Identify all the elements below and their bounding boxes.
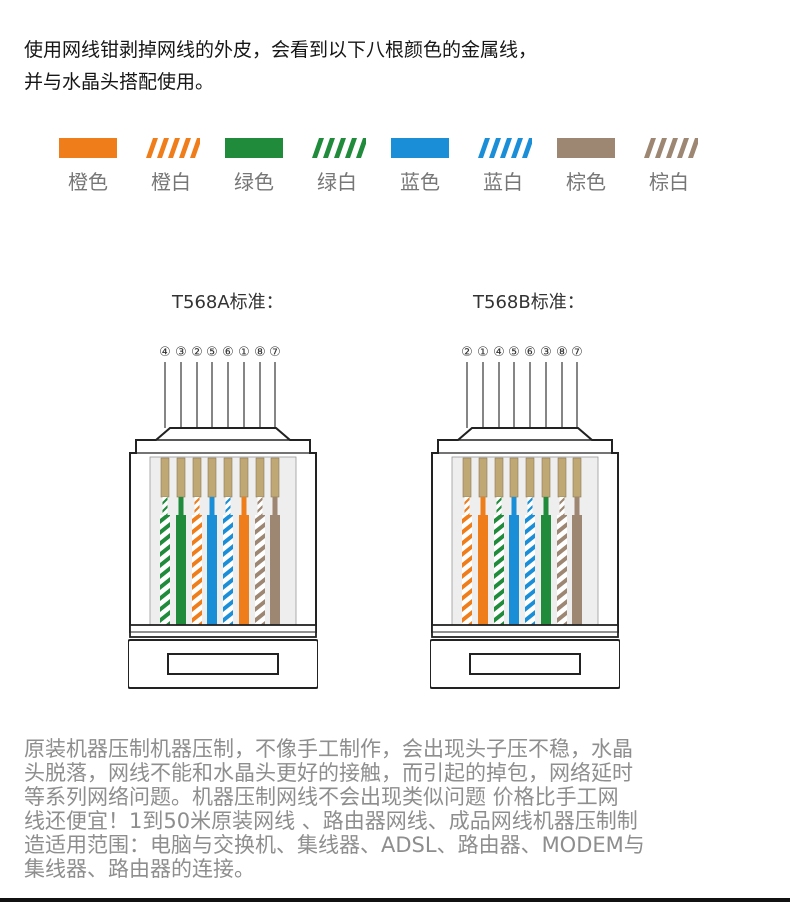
legend-label: 蓝白 xyxy=(483,170,523,194)
legend-item: 蓝白 xyxy=(470,138,536,195)
wire xyxy=(494,497,504,627)
pin-label: ⑦ xyxy=(571,345,583,360)
wire xyxy=(239,497,249,627)
pin-label: ④ xyxy=(493,345,505,360)
footer-line: 原装机器压制机器压制，不像手工制作，会出现头子压不稳，水晶 xyxy=(24,737,633,761)
wire xyxy=(176,497,186,627)
wire xyxy=(541,497,551,627)
legend-item: 棕色 xyxy=(553,138,619,195)
legend-swatch xyxy=(59,138,117,158)
pin-label: ⑧ xyxy=(254,345,266,360)
legend-swatch xyxy=(644,138,698,158)
pin-label: ⑦ xyxy=(269,345,281,360)
legend-label: 棕色 xyxy=(566,170,606,194)
pin-label: ⑤ xyxy=(508,345,520,360)
legend-label: 橙色 xyxy=(68,170,108,194)
intro-line-2: 并与水晶头搭配使用。 xyxy=(24,71,215,93)
wire xyxy=(509,497,519,627)
wire xyxy=(572,497,582,627)
legend-item: 棕白 xyxy=(636,138,702,195)
pin-label: ③ xyxy=(175,345,187,360)
legend-label: 绿色 xyxy=(234,170,274,194)
footer-line: 头脱落，网线不能和水晶头更好的接触，而引起的掉包，网络延时 xyxy=(24,761,633,785)
legend-item: 橙白 xyxy=(138,138,204,195)
legend-swatch xyxy=(478,138,532,158)
legend-item: 绿白 xyxy=(304,138,370,195)
legend-swatch xyxy=(312,138,366,158)
wire xyxy=(557,497,567,627)
footer-line: 等系列网络问题。机器压制网线不会出现类似问题 价格比手工网 xyxy=(24,785,619,809)
pin-label: ③ xyxy=(540,345,552,360)
footer-line: 集线器、路由器的连接。 xyxy=(24,857,255,881)
intro-text: 使用网线钳剥掉网线的外皮，会看到以下八根颜色的金属线， 并与水晶头搭配使用。 xyxy=(24,34,764,98)
bottom-divider xyxy=(0,898,790,902)
legend-label: 橙白 xyxy=(151,170,191,194)
wire xyxy=(462,497,472,627)
intro-line-1: 使用网线钳剥掉网线的外皮，会看到以下八根颜色的金属线， xyxy=(24,39,538,61)
legend-item: 橙色 xyxy=(55,138,121,195)
pin-label: ② xyxy=(191,345,203,360)
legend-swatch xyxy=(146,138,200,158)
wire xyxy=(160,497,170,627)
pin-label: ① xyxy=(477,345,489,360)
wire xyxy=(478,497,488,627)
footer-line: 线还便宜！1到50米原装网线 、路由器网线、成品网线机器压制制 xyxy=(24,809,638,833)
legend-swatch xyxy=(391,138,449,158)
wire xyxy=(192,497,202,627)
pin-label: ⑥ xyxy=(222,345,234,360)
wire xyxy=(223,497,233,627)
color-legend: 橙色 橙白 绿色 绿白 蓝色 蓝白 棕色 棕白 xyxy=(55,138,735,198)
t568a-title: T568A标准： xyxy=(172,292,284,313)
pin-label: ④ xyxy=(159,345,171,360)
footer-text: 原装机器压制机器压制，不像手工制作，会出现头子压不稳，水晶 头脱落，网线不能和水… xyxy=(24,737,769,881)
legend-swatch xyxy=(557,138,615,158)
pin-label: ⑤ xyxy=(206,345,218,360)
pin-label: ① xyxy=(238,345,250,360)
legend-item: 蓝色 xyxy=(387,138,453,195)
legend-swatch xyxy=(225,138,283,158)
pin-label: ② xyxy=(461,345,473,360)
legend-item: 绿色 xyxy=(221,138,287,195)
wire xyxy=(270,497,280,627)
legend-label: 棕白 xyxy=(649,170,689,194)
wire xyxy=(525,497,535,627)
wire xyxy=(255,497,265,627)
pin-label: ⑧ xyxy=(556,345,568,360)
footer-line: 造适用范围：电脑与交换机、集线器、ADSL、路由器、MODEM与 xyxy=(24,833,645,857)
legend-label: 蓝色 xyxy=(400,170,440,194)
legend-label: 绿白 xyxy=(317,170,357,194)
t568b-title: T568B标准： xyxy=(473,292,585,313)
pin-label: ⑥ xyxy=(524,345,536,360)
wire xyxy=(207,497,217,627)
